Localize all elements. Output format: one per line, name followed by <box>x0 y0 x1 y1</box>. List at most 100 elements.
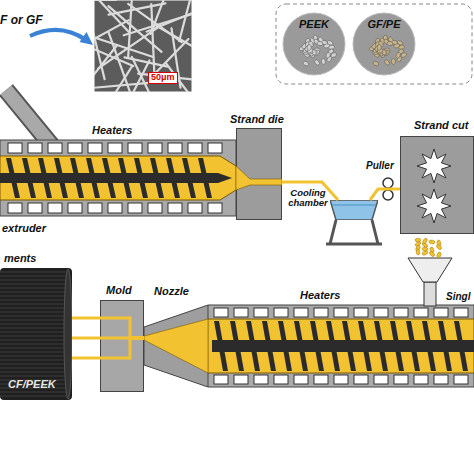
heater-band <box>208 143 222 153</box>
heater-band <box>234 308 248 317</box>
pellet <box>323 43 330 48</box>
melt-runner <box>100 317 130 320</box>
nozzle-body <box>144 305 208 387</box>
pellet <box>377 44 381 50</box>
screw-flight <box>246 321 260 371</box>
part-label: Strand cut <box>414 119 468 131</box>
melt-channel <box>0 156 236 200</box>
heater-band <box>208 203 222 213</box>
machine-label: extruder <box>2 222 46 234</box>
filament-winding <box>0 368 66 369</box>
filament-winding <box>0 364 66 365</box>
pellet-dish <box>283 13 345 75</box>
strand-cutter: Strand cut <box>400 136 474 234</box>
filament-winding <box>0 336 66 337</box>
spool-rim <box>64 269 72 399</box>
pellet <box>393 43 400 48</box>
strand-line <box>370 189 400 200</box>
pellet <box>387 41 394 46</box>
stand-leg <box>372 220 378 244</box>
filament-winding <box>0 348 66 349</box>
nozzle: Nozzle <box>144 305 208 387</box>
pellet <box>422 238 428 245</box>
pellet-dish <box>353 13 415 75</box>
part-label: Puller <box>366 160 394 171</box>
screw-flight <box>326 321 340 371</box>
material-label: GF/PE <box>352 18 416 30</box>
stand-base <box>326 243 382 246</box>
sem-image: 50μm <box>94 0 192 92</box>
pellet-frame <box>276 4 472 84</box>
pellet <box>436 244 443 251</box>
node-outline <box>236 128 282 220</box>
scale-bar-label: 50μm <box>148 72 178 84</box>
screw-flight <box>278 321 292 371</box>
screw-flight <box>166 158 180 198</box>
fiber <box>179 0 191 41</box>
material-label: CF/PEEK <box>8 378 56 390</box>
screw-flight <box>294 321 308 371</box>
pellet-circle: GF/PE <box>352 12 416 76</box>
heater-band <box>294 375 308 384</box>
filament-winding <box>0 300 66 301</box>
screw-flight <box>374 321 388 371</box>
heater-band <box>28 203 42 213</box>
cutter-body <box>401 137 474 234</box>
filament-winding <box>0 352 66 353</box>
pellet <box>302 60 309 66</box>
filament-winding <box>0 376 66 377</box>
heater-band <box>88 203 102 213</box>
pellet <box>416 249 420 255</box>
heater-band <box>394 375 408 384</box>
heater-band <box>128 203 142 213</box>
pellet <box>415 238 421 242</box>
die-channel <box>236 166 282 190</box>
pellet <box>422 250 429 256</box>
heater-band <box>148 203 162 213</box>
feed-arrow <box>30 30 86 40</box>
screw-flight <box>118 158 132 198</box>
node-outline <box>400 136 474 234</box>
extruder-barrel <box>0 140 236 216</box>
screw-flight <box>86 158 100 198</box>
filament-winding <box>0 292 66 293</box>
filament-winding <box>0 288 66 289</box>
heater-band <box>414 375 428 384</box>
melt-runner <box>130 336 144 340</box>
pellet <box>391 58 396 64</box>
heater-band <box>434 308 448 317</box>
heater-band <box>374 375 388 384</box>
heater-label: Heaters <box>300 289 340 301</box>
heater-band <box>274 375 288 384</box>
screw-flight <box>230 321 244 371</box>
filament-winding <box>0 284 66 285</box>
heater-band <box>274 308 288 317</box>
fiber <box>94 0 116 1</box>
heater-band <box>454 375 468 384</box>
fiber <box>94 83 152 90</box>
filament-winding <box>0 372 66 373</box>
melt-channel <box>208 319 474 373</box>
pellet <box>429 251 436 258</box>
puller-roll <box>383 190 393 200</box>
screw-flight <box>182 158 196 198</box>
stand-leg <box>330 220 336 244</box>
heater-band <box>68 143 82 153</box>
filament-winding <box>0 328 66 329</box>
strand-line <box>72 317 100 320</box>
filament-spool: mentsCF/PEEK <box>0 268 72 400</box>
cooling-chamber: Cooling chamber <box>330 200 378 220</box>
pellet <box>325 52 331 59</box>
spool-body <box>0 268 72 400</box>
pellet-circle: PEEK <box>282 12 346 76</box>
screw-flight <box>54 158 68 198</box>
material-label: F or GF <box>0 14 43 27</box>
heater-band <box>374 308 388 317</box>
screw-flight <box>102 158 116 198</box>
pellet <box>384 59 391 66</box>
hopper-neck <box>424 282 436 306</box>
heater-band <box>88 143 102 153</box>
fiber <box>154 39 189 75</box>
